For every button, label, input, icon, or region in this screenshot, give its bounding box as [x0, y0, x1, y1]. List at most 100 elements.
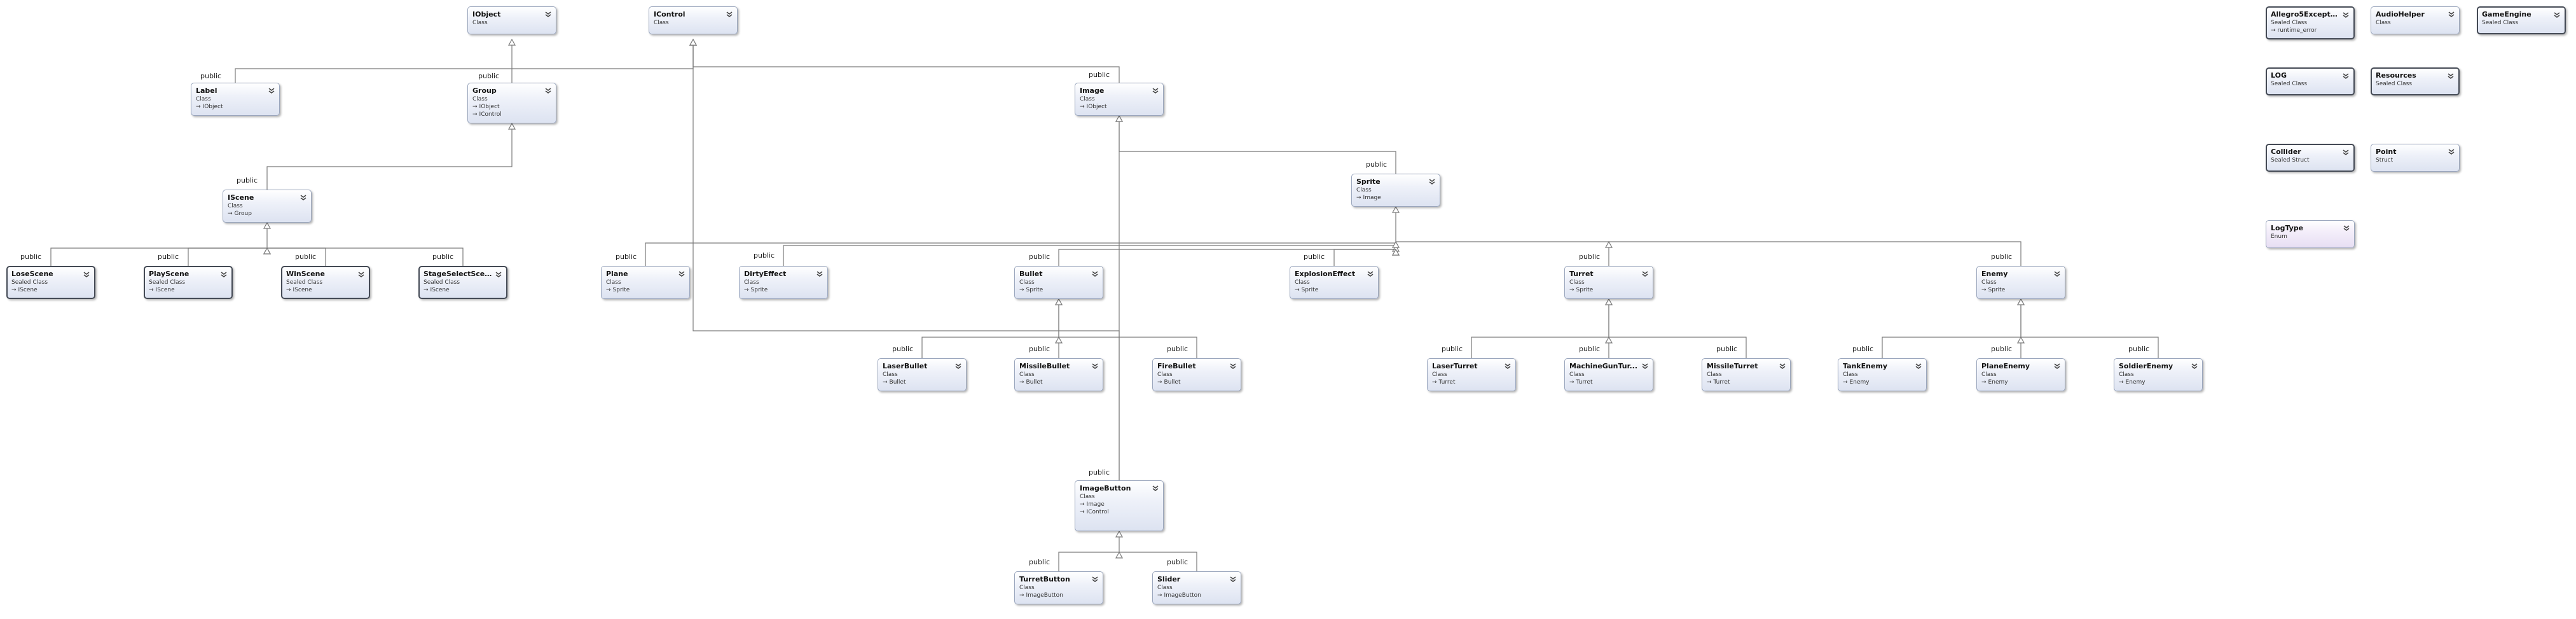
- type-name: PlayScene: [149, 270, 189, 278]
- double-chevron-down-icon[interactable]: [2341, 147, 2350, 155]
- arrow-right-icon: →: [1080, 104, 1085, 110]
- double-chevron-down-icon[interactable]: [725, 9, 734, 17]
- double-chevron-down-icon[interactable]: [267, 85, 276, 94]
- double-chevron-down-icon[interactable]: [2053, 361, 2062, 369]
- generalization-arrowhead: [2016, 336, 2025, 344]
- type-name: Enemy: [1981, 270, 2008, 278]
- double-chevron-down-icon[interactable]: [2447, 9, 2456, 17]
- base-type-name: IScene: [293, 287, 312, 293]
- double-chevron-down-icon[interactable]: [1151, 85, 1160, 94]
- double-chevron-down-icon[interactable]: [1428, 176, 1436, 184]
- double-chevron-down-icon[interactable]: [815, 268, 824, 277]
- edge-label-public: public: [1167, 558, 1188, 566]
- double-chevron-down-icon[interactable]: [1778, 361, 1787, 369]
- type-box-allegro5exception[interactable]: Allegro5Excepti...Sealed Class→runtime_e…: [2266, 6, 2355, 39]
- edge-label-public: public: [237, 176, 258, 184]
- type-box-machinegunturret[interactable]: MachineGunTur...Class→Turret: [1564, 358, 1653, 391]
- double-chevron-down-icon[interactable]: [677, 268, 686, 277]
- inheritance-edge: [645, 207, 1396, 266]
- double-chevron-down-icon[interactable]: [1229, 361, 1237, 369]
- type-name: WinScene: [286, 270, 325, 278]
- edge-label-public: public: [1089, 71, 1110, 79]
- double-chevron-down-icon[interactable]: [1641, 268, 1650, 277]
- double-chevron-down-icon[interactable]: [1914, 361, 1923, 369]
- type-kind: Enum: [2271, 233, 2287, 240]
- inheritance-edge: [1058, 531, 1120, 571]
- double-chevron-down-icon[interactable]: [2446, 71, 2455, 79]
- base-type-row: →ImageButton: [1019, 592, 1098, 599]
- double-chevron-down-icon[interactable]: [2341, 10, 2350, 18]
- double-chevron-down-icon[interactable]: [1091, 268, 1099, 277]
- double-chevron-down-icon[interactable]: [1091, 361, 1099, 369]
- double-chevron-down-icon[interactable]: [299, 192, 308, 200]
- double-chevron-down-icon[interactable]: [954, 361, 963, 369]
- double-chevron-down-icon[interactable]: [1503, 361, 1512, 369]
- type-name: Image: [1080, 87, 1105, 95]
- double-chevron-down-icon[interactable]: [544, 9, 553, 17]
- type-kind: Class: [1019, 585, 1035, 591]
- edge-label-public: public: [20, 253, 42, 261]
- edge-label-public: public: [432, 253, 454, 261]
- double-chevron-down-icon[interactable]: [1229, 574, 1237, 582]
- double-chevron-down-icon[interactable]: [2053, 268, 2062, 277]
- double-chevron-down-icon[interactable]: [2341, 71, 2350, 79]
- double-chevron-down-icon[interactable]: [357, 269, 366, 277]
- double-chevron-down-icon[interactable]: [1641, 361, 1650, 369]
- double-chevron-down-icon[interactable]: [494, 269, 503, 277]
- double-chevron-down-icon[interactable]: [544, 85, 553, 94]
- type-kind: Class: [1843, 372, 1858, 378]
- double-chevron-down-icon[interactable]: [2447, 146, 2456, 155]
- double-chevron-down-icon[interactable]: [1151, 483, 1160, 491]
- base-type-row: →Image: [1080, 501, 1159, 508]
- double-chevron-down-icon[interactable]: [1366, 268, 1375, 277]
- double-chevron-down-icon[interactable]: [219, 269, 228, 277]
- base-type-row: →Turret: [1432, 379, 1511, 386]
- double-chevron-down-icon[interactable]: [2190, 361, 2199, 369]
- generalization-arrowhead: [1604, 336, 1613, 344]
- double-chevron-down-icon[interactable]: [2342, 223, 2351, 231]
- base-type-row: →Sprite: [744, 286, 823, 294]
- type-kind: Class: [2119, 372, 2134, 378]
- double-chevron-down-icon[interactable]: [82, 269, 91, 277]
- double-chevron-down-icon[interactable]: [1091, 574, 1099, 582]
- arrow-right-icon: →: [1080, 501, 1085, 508]
- double-chevron-down-icon[interactable]: [2552, 10, 2561, 18]
- base-type-name: Sprite: [1988, 287, 2006, 293]
